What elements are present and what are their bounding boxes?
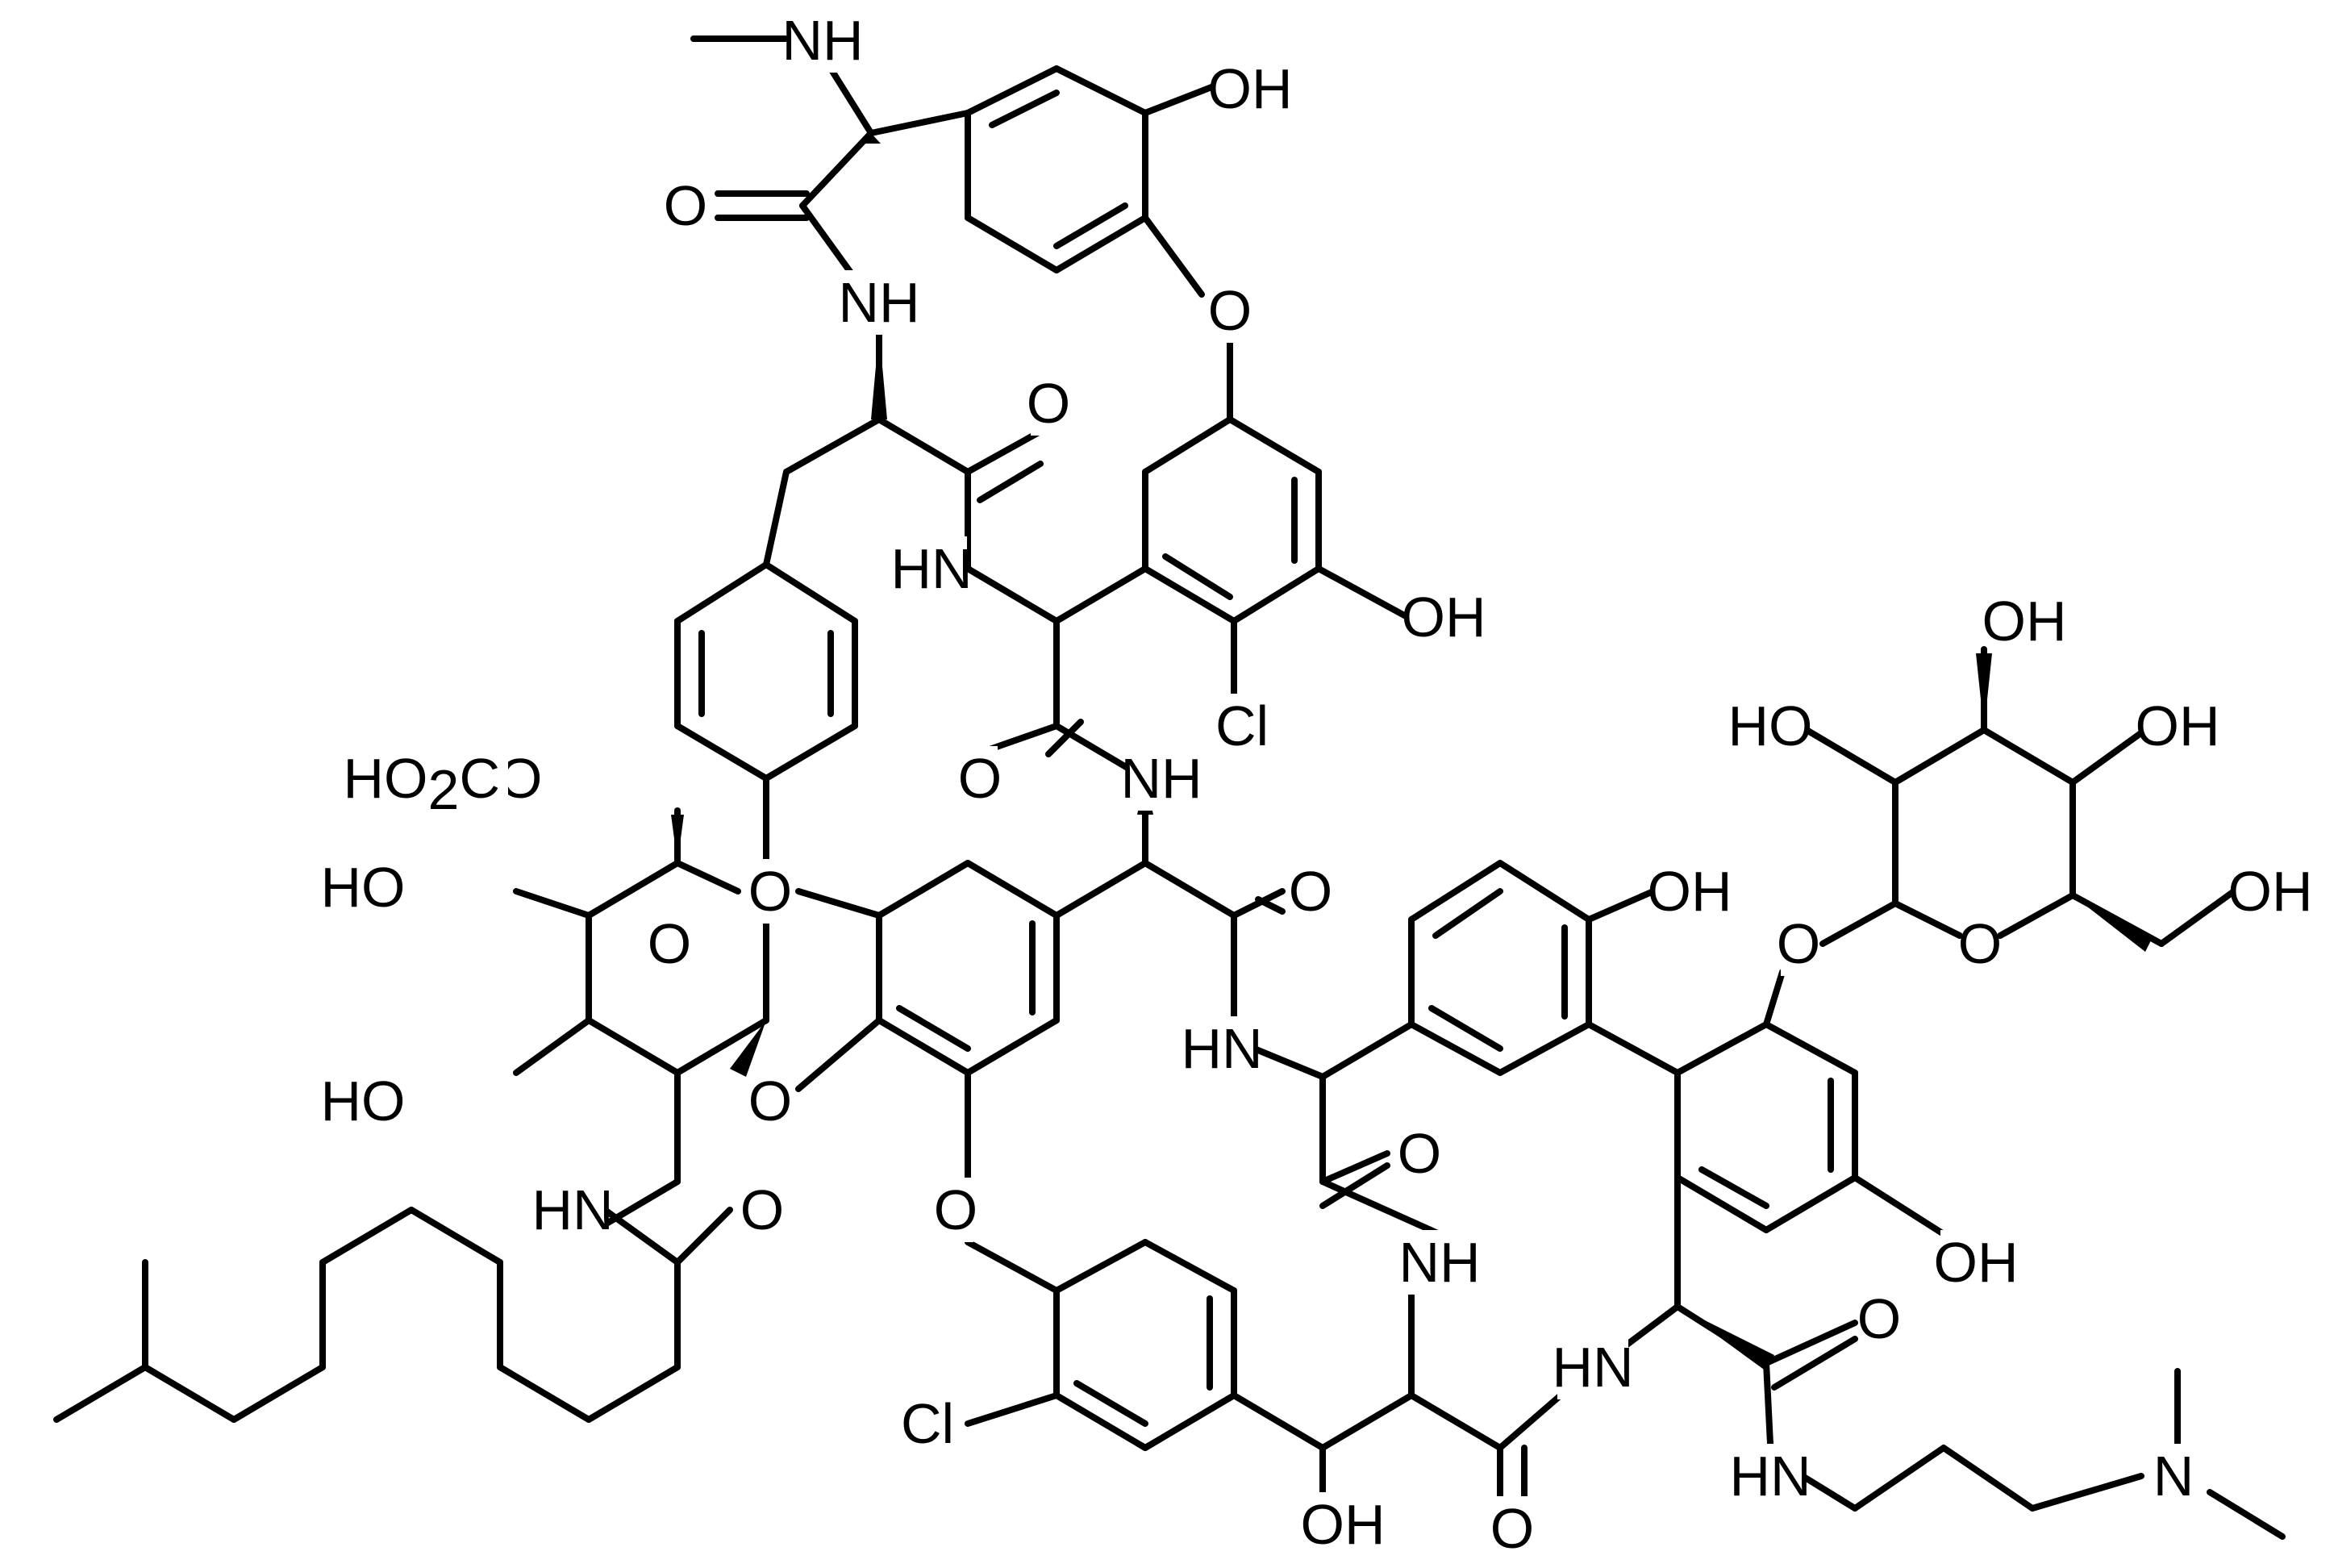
atom-label-bg (2156, 1444, 2191, 1508)
atom-label-bg (1402, 1121, 1437, 1186)
atom-label: OH (1402, 586, 1486, 648)
atom-label: HO (321, 1070, 406, 1132)
atom-label-bg (938, 1178, 973, 1242)
atom-label: NH (1398, 1231, 1480, 1294)
atom-label-bg (1735, 1444, 1806, 1508)
atom-label-bg (668, 173, 703, 238)
atom-label: O (958, 747, 1002, 810)
atom-label-bg (752, 1069, 788, 1133)
atom-label-bg (1408, 585, 1479, 649)
atom-label: HN (1181, 1017, 1262, 1080)
atom-label-bg (1962, 911, 1998, 976)
atom-label-bg (1404, 1230, 1475, 1295)
atom-label: HN (890, 537, 972, 600)
atom-label-bg (1186, 1016, 1257, 1081)
atom-label: O (1398, 1122, 1441, 1185)
atom-label: NH (1120, 747, 1202, 810)
atom-label-bg (896, 536, 967, 601)
atom-label: O (648, 912, 691, 975)
atom-label: OH (1301, 1493, 1386, 1556)
atom-label: O (1027, 372, 1070, 435)
atom-label: OH (2136, 694, 2220, 757)
atom-label-bg (844, 270, 915, 335)
atom-label-bg (1861, 1287, 1897, 1351)
atom-label-bg (2235, 859, 2306, 924)
atom-label-bg (787, 8, 858, 73)
atom-label-bg (744, 1178, 780, 1242)
atom-label: O (1958, 912, 2002, 975)
atom-label: OH (1982, 590, 2067, 653)
atom-label: NH (781, 9, 863, 72)
atom-label: O (1490, 1497, 1534, 1560)
atom-label-bg (1126, 746, 1197, 811)
atom-label: OH (1934, 1231, 2019, 1294)
atom-label-bg (1940, 1230, 2011, 1295)
atom-label-bg (1207, 694, 1277, 758)
atom-label: Cl (901, 1392, 954, 1455)
atom-label-bg (1781, 911, 1816, 976)
atom-label: HN (531, 1178, 613, 1241)
bond-network (53, 35, 2286, 1540)
atom-label-carboxyl: HO2C (344, 747, 501, 821)
atom-label-bg (1307, 1492, 1378, 1557)
atom-label: HO (1728, 694, 1813, 757)
atom-label: O (1777, 912, 1820, 975)
atom-label: OH (2228, 860, 2313, 923)
atom-label: O (934, 1178, 977, 1241)
atom-label-bg (1212, 278, 1248, 343)
atom-label: O (740, 1178, 784, 1241)
atom-label-bg (327, 1069, 398, 1133)
atom-label-bg (1031, 371, 1066, 436)
atom-label-bg (1293, 859, 1328, 924)
atom-label: O (1857, 1287, 1901, 1350)
atom-label-bg (327, 855, 398, 920)
atom-label-bg (1735, 694, 1806, 758)
atom-label: HN (1729, 1445, 1811, 1508)
atom-label-bg (1654, 859, 1725, 924)
atom-label-bg (334, 746, 508, 811)
atom-label-bg (1215, 56, 1286, 121)
atom-label: NH (838, 271, 919, 334)
atom-label-bg (892, 1391, 963, 1456)
atom-label: OH (1208, 57, 1293, 120)
atom-label: N (2153, 1445, 2194, 1508)
atom-label-bg (752, 859, 788, 924)
atom-label-bg (652, 911, 687, 976)
atom-label: O (748, 1070, 792, 1132)
atom-label-bg (2142, 694, 2213, 758)
atom-label: O (748, 860, 792, 923)
atom-label: Cl (1215, 694, 1269, 757)
atom-label-bg (962, 746, 998, 811)
atom-label: O (1289, 860, 1332, 923)
atom-label-bg (1557, 1335, 1628, 1399)
atom-label: HO (321, 856, 406, 919)
atom-labels: NHOHONHOOHNOHClONHOHHOOHHOHOOOOOHOOOHHNH… (321, 8, 2313, 1561)
atom-label: O (1208, 279, 1252, 342)
atom-label: O (664, 174, 707, 237)
atom-label: HN (1552, 1336, 1633, 1399)
atom-label-bg (537, 1178, 608, 1242)
atom-label-bg (1989, 589, 2060, 653)
atom-label: OH (1648, 860, 1732, 923)
atom-label-bg (1494, 1496, 1530, 1561)
